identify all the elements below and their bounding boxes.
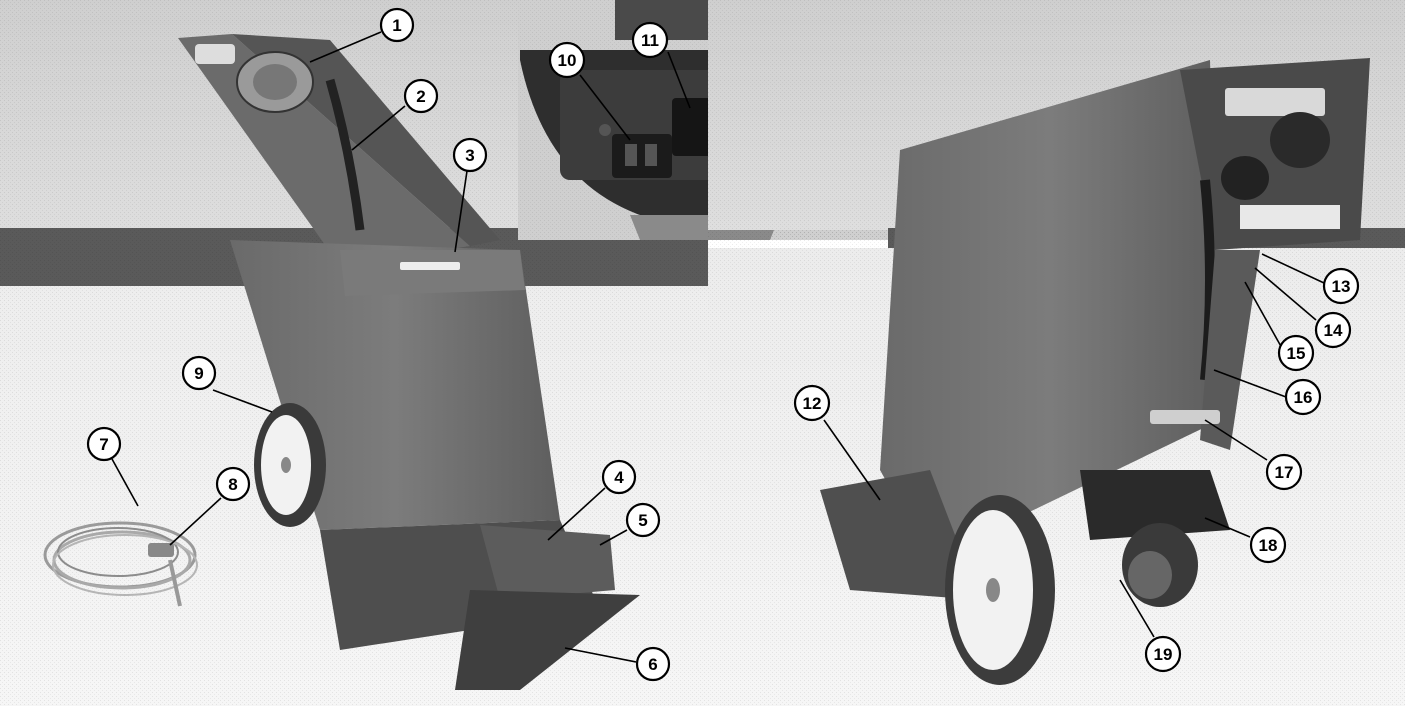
leader-15 [1244,281,1284,351]
callout-3: 3 [452,137,488,173]
power-cord [43,521,198,607]
callout-12: 12 [793,384,831,422]
callout-15: 15 [1277,334,1315,372]
callout-1: 1 [379,7,415,43]
callout-15-label: 15 [1287,344,1306,363]
leader-10 [579,74,631,141]
callout-7-label: 7 [99,435,108,454]
leader-13 [1261,253,1325,284]
callout-5: 5 [625,502,661,538]
leader-11 [667,51,691,109]
rear-tank [880,60,1220,560]
callout-14-label: 14 [1324,321,1343,340]
leader-19 [1119,579,1155,638]
callout-18-label: 18 [1259,536,1278,555]
callout-1-label: 1 [392,16,401,35]
leader-8 [169,497,222,546]
callout-10-label: 10 [558,51,577,70]
callout-11: 11 [631,21,669,59]
leader-9 [212,389,273,413]
leader-7 [111,458,139,507]
callout-8-label: 8 [228,475,237,494]
callout-18: 18 [1249,526,1287,564]
pump-housing [1080,470,1230,540]
callout-16: 16 [1284,378,1322,416]
leader-12 [823,419,881,501]
leader-lines [111,31,1325,663]
callout-17-label: 17 [1275,463,1294,482]
callout-9: 9 [181,355,217,391]
callout-16-label: 16 [1294,388,1313,407]
front-tool [820,470,980,600]
callout-7: 7 [86,426,122,462]
callout-5-label: 5 [638,511,647,530]
callout-12-label: 12 [803,394,822,413]
leader-17 [1204,419,1268,461]
switch-block [612,134,672,178]
floor-tool [455,590,640,690]
right-photo [708,0,1405,706]
callout-9-label: 9 [194,364,203,383]
leader-5 [599,529,628,546]
leader-3 [454,170,468,253]
callout-11-label: 11 [641,31,659,50]
callout-3-label: 3 [465,146,474,165]
callout-4-label: 4 [614,468,624,487]
callout-2-label: 2 [416,87,425,106]
callout-17: 17 [1265,453,1303,491]
hose [325,78,365,231]
leader-6 [564,647,637,663]
callout-4: 4 [601,459,637,495]
callout-10: 10 [548,41,586,79]
leader-18 [1204,517,1251,538]
left-machine [178,34,640,690]
callout-6-label: 6 [648,655,657,674]
callout-2: 2 [403,78,439,114]
leader-1 [309,31,382,63]
leader-16 [1213,369,1287,398]
callout-8: 8 [215,466,251,502]
leader-2 [351,105,406,151]
callout-6: 6 [635,646,671,682]
callouts: 1 2 3 4 5 6 7 8 [86,7,1360,682]
callout-19-label: 19 [1154,645,1173,664]
right-machine [820,58,1370,685]
leader-4 [547,487,606,541]
latch [1150,410,1220,424]
callout-13-label: 13 [1332,277,1351,296]
callout-19: 19 [1144,635,1182,673]
leader-14 [1254,267,1317,321]
callout-13: 13 [1322,267,1360,305]
callout-14: 14 [1314,311,1352,349]
